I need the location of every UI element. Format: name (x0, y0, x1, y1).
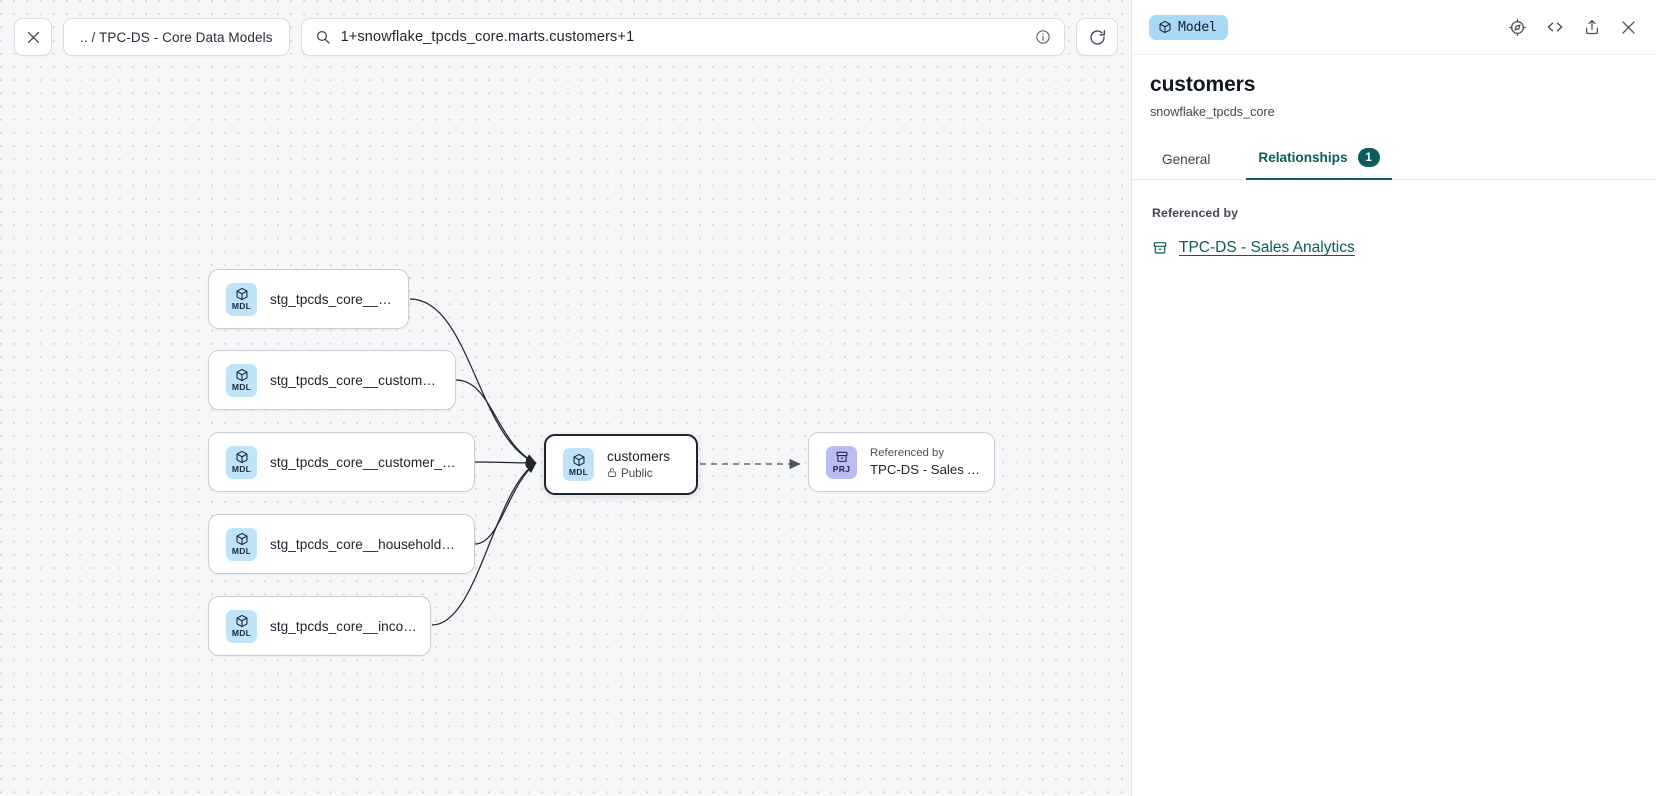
lock-icon (607, 467, 617, 481)
relationships-content: Referenced by TPC-DS - Sales Analytics (1132, 180, 1656, 257)
model-badge: MDL (226, 363, 257, 397)
tab-general-label: General (1162, 152, 1211, 167)
model-badge-label: MDL (231, 301, 252, 311)
graph-node-upstream[interactable]: MDL stg_tpcds_core__household_demogr… (208, 514, 475, 574)
model-badge: MDL (226, 445, 257, 479)
search-input[interactable]: 1+snowflake_tpcds_core.marts.customers+1 (340, 29, 635, 45)
model-badge-label: MDL (231, 628, 252, 638)
cube-icon (235, 367, 249, 382)
refresh-icon (1088, 28, 1107, 47)
info-circle-icon[interactable] (1035, 29, 1051, 45)
cube-icon (235, 531, 249, 546)
lineage-graph: MDL stg_tpcds_core__customer MDL stg_tpc… (208, 269, 995, 656)
graph-node-downstream-project[interactable]: PRJ Referenced by TPC-DS - Sales Analyti… (808, 432, 995, 492)
model-badge-label: MDL (231, 546, 252, 556)
lineage-search-field[interactable]: 1+snowflake_tpcds_core.marts.customers+1 (300, 18, 1065, 56)
node-body: stg_tpcds_core__customer (270, 292, 408, 307)
lineage-edges (409, 298, 801, 626)
code-icon[interactable] (1545, 17, 1565, 37)
node-label: stg_tpcds_core__income_band (270, 618, 418, 634)
graph-node-upstream[interactable]: MDL stg_tpcds_core__income_band (208, 596, 431, 656)
referenced-by-label: Referenced by (1152, 206, 1239, 220)
graph-node-upstream[interactable]: MDL stg_tpcds_core__customer (208, 269, 409, 329)
entity-type-chip: Model (1149, 14, 1228, 40)
cube-icon (235, 286, 249, 301)
page-subtitle: snowflake_tpcds_core (1150, 105, 1275, 119)
detail-panel-tabs: General Relationships 1 (1132, 142, 1656, 180)
model-badge: MDL (226, 609, 257, 643)
close-icon[interactable] (1619, 18, 1638, 37)
node-access-label: Public (621, 467, 653, 480)
model-badge-label: MDL (231, 382, 252, 392)
node-body: customers Public (607, 449, 696, 481)
node-body: stg_tpcds_core__customer_address (270, 373, 455, 388)
project-icon (835, 449, 849, 464)
node-overline: Referenced by (870, 447, 945, 459)
lineage-canvas[interactable]: MDL stg_tpcds_core__customer MDL stg_tpc… (0, 0, 1132, 796)
model-badge-label: MDL (568, 466, 589, 477)
lineage-toolbar: .. / TPC-DS - Core Data Models 1+snowfla… (0, 0, 1132, 74)
close-lineage-button[interactable] (14, 18, 52, 56)
node-label: stg_tpcds_core__household_demogr… (270, 536, 462, 552)
node-label: stg_tpcds_core__customer (270, 291, 396, 307)
model-badge: MDL (563, 448, 594, 481)
refresh-lineage-button[interactable] (1076, 18, 1118, 56)
cube-icon (572, 452, 586, 467)
node-access: Public (607, 467, 684, 481)
close-icon (25, 29, 42, 46)
detail-panel-header: Model (1132, 0, 1656, 55)
cube-icon (235, 449, 249, 464)
graph-node-upstream[interactable]: MDL stg_tpcds_core__customer_address (208, 350, 456, 410)
detail-panel: Model customers snowflake_tpcds_core (1131, 0, 1656, 796)
node-body: Referenced by TPC-DS - Sales Analytics (870, 447, 994, 477)
node-label: stg_tpcds_core__customer_demogra… (270, 454, 462, 470)
detail-panel-title-block: customers snowflake_tpcds_core (1132, 55, 1656, 119)
referenced-by-link[interactable]: TPC-DS - Sales Analytics (1179, 239, 1355, 256)
model-badge-label: MDL (231, 464, 252, 474)
node-label: TPC-DS - Sales Analytics (870, 462, 982, 477)
graph-node-selected-customers[interactable]: MDL customers Public (544, 434, 698, 495)
project-badge: PRJ (826, 445, 857, 479)
tab-relationships-label: Relationships (1258, 150, 1348, 165)
project-icon (1152, 240, 1168, 256)
project-badge-label: PRJ (832, 464, 851, 474)
node-body: stg_tpcds_core__customer_demogra… (270, 455, 474, 470)
graph-node-upstream[interactable]: MDL stg_tpcds_core__customer_demogra… (208, 432, 475, 492)
cube-icon (1158, 20, 1172, 34)
breadcrumb[interactable]: .. / TPC-DS - Core Data Models (63, 18, 290, 56)
node-body: stg_tpcds_core__income_band (270, 619, 430, 634)
share-icon[interactable] (1583, 18, 1601, 36)
explore-icon[interactable] (1508, 18, 1527, 37)
detail-panel-actions (1508, 17, 1638, 37)
node-label: stg_tpcds_core__customer_address (270, 372, 443, 388)
list-item[interactable]: TPC-DS - Sales Analytics (1152, 239, 1638, 257)
cube-icon (235, 613, 249, 628)
page-title: customers (1150, 73, 1256, 96)
breadcrumb-label: .. / TPC-DS - Core Data Models (80, 29, 273, 45)
node-label: customers (607, 448, 671, 464)
tab-general[interactable]: General (1150, 146, 1222, 180)
entity-type-label: Model (1178, 19, 1217, 35)
model-badge: MDL (226, 527, 257, 561)
node-body: stg_tpcds_core__household_demogr… (270, 537, 474, 552)
tab-relationships[interactable]: Relationships 1 (1246, 142, 1392, 180)
tab-relationships-count: 1 (1357, 148, 1380, 167)
model-badge: MDL (226, 282, 257, 316)
search-icon (315, 29, 331, 45)
